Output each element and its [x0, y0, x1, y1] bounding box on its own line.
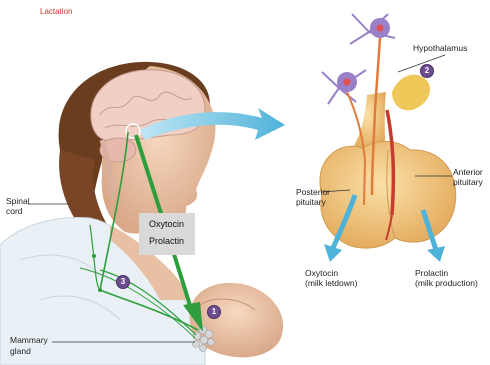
label-mammary-gland-line2: gland: [10, 346, 31, 356]
step-badge-2: 2: [420, 64, 434, 78]
page-header: Lactation: [40, 7, 72, 16]
hormone-box-oxytocin: Oxytocin: [149, 219, 184, 229]
label-anterior-pituitary-line1: Anterior: [453, 167, 483, 177]
label-spinal-cord-line1: Spinal: [6, 196, 30, 206]
step-badge-3: 3: [116, 275, 130, 289]
label-oxytocin-output-line1: Oxytocin: [305, 268, 338, 278]
step-badge-1: 1: [207, 305, 221, 319]
label-oxytocin-output-line2: (milk letdown): [305, 278, 357, 288]
label-mammary-gland-line1: Mammary: [10, 335, 48, 345]
label-posterior-pituitary-line1: Posterior: [296, 187, 330, 197]
hormone-box-prolactin: Prolactin: [149, 236, 184, 246]
label-spinal-cord-line2: cord: [6, 206, 23, 216]
label-prolactin-output-line1: Prolactin: [415, 268, 448, 278]
label-hypothalamus: Hypothalamus: [413, 43, 467, 53]
hypothalamus-lobe: [392, 75, 430, 111]
label-prolactin-output-line2: (milk production): [415, 278, 478, 288]
label-anterior-pituitary-line2: pituitary: [453, 177, 483, 187]
hypothalamic-neurons: [322, 14, 395, 104]
label-posterior-pituitary-line2: pituitary: [296, 197, 326, 207]
